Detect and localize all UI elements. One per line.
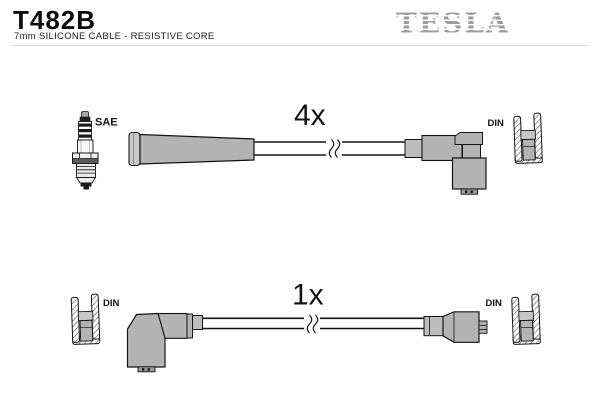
spark-plug-icon bbox=[72, 111, 99, 190]
bottom-cable-wire bbox=[202, 311, 424, 336]
din-terminal-icon bbox=[511, 293, 541, 345]
cable-break-icon bbox=[303, 311, 321, 336]
bottom-right-din-label: DIN bbox=[486, 298, 503, 309]
din-terminal-icon bbox=[513, 112, 543, 164]
top-cable-wire bbox=[254, 135, 405, 161]
bottom-cable-assembly: DIN 1x DIN bbox=[70, 279, 541, 373]
product-subtitle: 7mm SILICONE CABLE - RESISTIVE CORE bbox=[14, 31, 215, 42]
page-title: T482B bbox=[13, 5, 97, 35]
bottom-left-din-label: DIN bbox=[103, 298, 120, 309]
bottom-quantity-label: 1x bbox=[292, 279, 324, 312]
elbow-boot-icon bbox=[404, 132, 487, 195]
top-quantity-label: 4x bbox=[294, 99, 326, 132]
straight-boot-icon bbox=[128, 131, 255, 167]
top-cable-assembly: SAE 4x DIN bbox=[72, 99, 543, 195]
header-divider bbox=[12, 45, 588, 46]
straight-boot-icon bbox=[423, 311, 488, 343]
top-din-label: DIN bbox=[488, 118, 505, 129]
cable-break-icon bbox=[325, 135, 343, 161]
elbow-boot-icon bbox=[126, 312, 203, 373]
din-terminal-icon bbox=[70, 293, 101, 345]
sae-label: SAE bbox=[95, 117, 118, 129]
